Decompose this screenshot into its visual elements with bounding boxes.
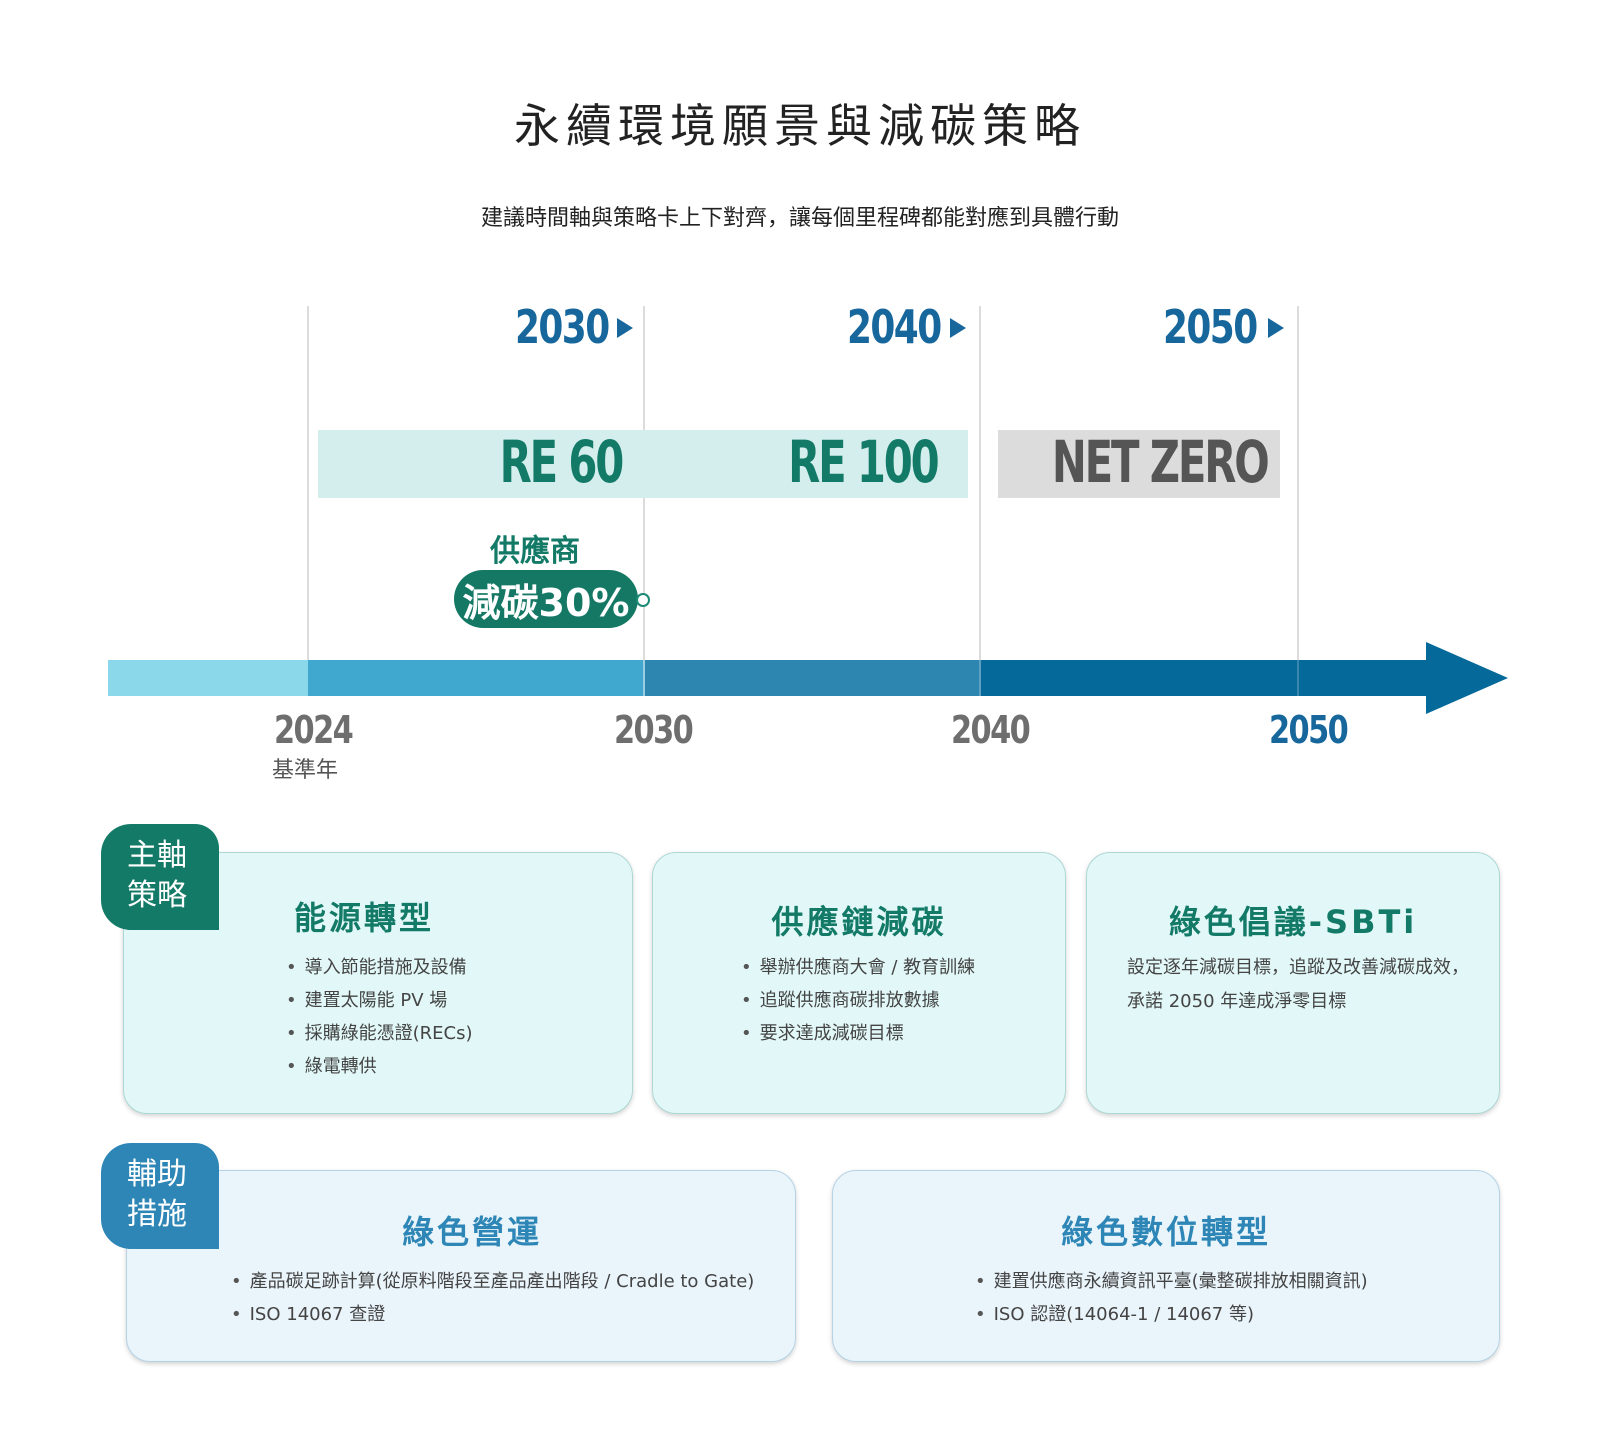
- card-list: 舉辦供應商大會 / 教育訓練 追蹤供應商碳排放數據 要求達成減碳目標: [741, 951, 976, 1050]
- main-strategy-tab: 主軸策略: [101, 824, 219, 930]
- supplier-label: 供應商: [490, 534, 580, 569]
- supplier-goal-pill: [454, 570, 638, 628]
- list-item: ISO 認證(14064-1 / 14067 等): [975, 1298, 1368, 1331]
- guide-line-2024: [307, 306, 309, 686]
- card-green-operations: 綠色營運 產品碳足跡計算(從原料階段至產品產出階段 / Cradle to Ga…: [126, 1170, 796, 1362]
- milestone-year-2030: 2030: [515, 300, 610, 354]
- tab-label: 輔助措施: [127, 1157, 187, 1232]
- card-digital-transformation: 綠色數位轉型 建置供應商永續資訊平臺(彙整碳排放相關資訊) ISO 認證(140…: [832, 1170, 1500, 1362]
- card-title: 綠色數位轉型: [1060, 1213, 1271, 1251]
- card-title: 綠色倡議-SBTi: [1168, 903, 1418, 941]
- card-list: 建置供應商永續資訊平臺(彙整碳排放相關資訊) ISO 認證(14064-1 / …: [975, 1265, 1368, 1331]
- milestone-year-2050: 2050: [1163, 300, 1258, 354]
- list-item: 追蹤供應商碳排放數據: [741, 984, 975, 1017]
- axis-year-2050: 2050: [1269, 708, 1349, 752]
- axis-year-2024: 2024: [274, 708, 354, 752]
- card-title: 供應鏈減碳: [771, 903, 947, 941]
- list-item: 要求達成減碳目標: [741, 1017, 975, 1050]
- card-list: 產品碳足跡計算(從原料階段至產品產出階段 / Cradle to Gate) I…: [231, 1265, 755, 1331]
- netzero-target-band: [998, 430, 1280, 498]
- timeline-arrow-icon: [1426, 642, 1508, 714]
- list-item: 建置太陽能 PV 場: [286, 984, 473, 1017]
- card-body: 設定逐年減碳目標，追蹤及改善減碳成效， 承諾 2050 年達成淨零目標: [1127, 951, 1469, 1019]
- list-item: ISO 14067 查證: [231, 1298, 754, 1331]
- axis-segment-pre-2024: [108, 660, 308, 696]
- milestone-year-2040: 2040: [847, 300, 942, 354]
- axis-year-2030: 2030: [614, 708, 694, 752]
- list-item: 舉辦供應商大會 / 教育訓練: [741, 951, 976, 984]
- card-sbti: 綠色倡議-SBTi 設定逐年減碳目標，追蹤及改善減碳成效， 承諾 2050 年達…: [1086, 852, 1500, 1114]
- re-target-band: [318, 430, 968, 498]
- axis-segment-2024-2030: [308, 660, 644, 696]
- card-text-line: 設定逐年減碳目標，追蹤及改善減碳成效，: [1127, 957, 1469, 978]
- guide-line-2040: [979, 306, 981, 686]
- supplier-goal-value: 減碳30%: [462, 581, 630, 625]
- support-measures-tab: 輔助措施: [101, 1143, 219, 1249]
- card-text-line: 承諾 2050 年達成淨零目標: [1127, 991, 1347, 1012]
- guide-line-2050: [1297, 306, 1299, 686]
- card-list: 導入節能措施及設備 建置太陽能 PV 場 採購綠能憑證(RECs) 綠電轉供: [286, 951, 473, 1083]
- list-item: 綠電轉供: [286, 1050, 473, 1083]
- card-title: 能源轉型: [293, 899, 434, 937]
- card-supply-chain: 供應鏈減碳 舉辦供應商大會 / 教育訓練 追蹤供應商碳排放數據 要求達成減碳目標: [652, 852, 1066, 1114]
- list-item: 建置供應商永續資訊平臺(彙整碳排放相關資訊): [975, 1265, 1368, 1298]
- play-arrow-icon: [617, 318, 633, 338]
- re60-label: RE 60: [499, 428, 624, 496]
- milestone-dot-icon: [636, 593, 650, 607]
- base-year-label: 基準年: [272, 758, 339, 783]
- axis-tick-2050: [1297, 660, 1299, 696]
- list-item: 採購綠能憑證(RECs): [286, 1017, 473, 1050]
- play-arrow-icon: [1268, 318, 1284, 338]
- axis-segment-2030-2040: [644, 660, 980, 696]
- page-subtitle: 建議時間軸與策略卡上下對齊，讓每個里程碑都能對應到具體行動: [480, 206, 1119, 231]
- netzero-label: NET ZERO: [1052, 428, 1270, 496]
- list-item: 導入節能措施及設備: [286, 951, 473, 984]
- page-title: 永續環境願景與減碳策略: [514, 99, 1086, 153]
- axis-year-2040: 2040: [951, 708, 1031, 752]
- list-item: 產品碳足跡計算(從原料階段至產品產出階段 / Cradle to Gate): [231, 1265, 755, 1298]
- axis-tick-2040: [979, 660, 981, 696]
- axis-segment-2040-plus: [980, 660, 1428, 696]
- play-arrow-icon: [950, 318, 966, 338]
- tab-label: 主軸策略: [127, 838, 187, 913]
- card-title: 綠色營運: [401, 1213, 542, 1251]
- card-energy-transition: 能源轉型 導入節能措施及設備 建置太陽能 PV 場 採購綠能憑證(RECs) 綠…: [123, 852, 633, 1114]
- axis-tick-2030: [643, 660, 645, 696]
- re100-label: RE 100: [788, 428, 941, 496]
